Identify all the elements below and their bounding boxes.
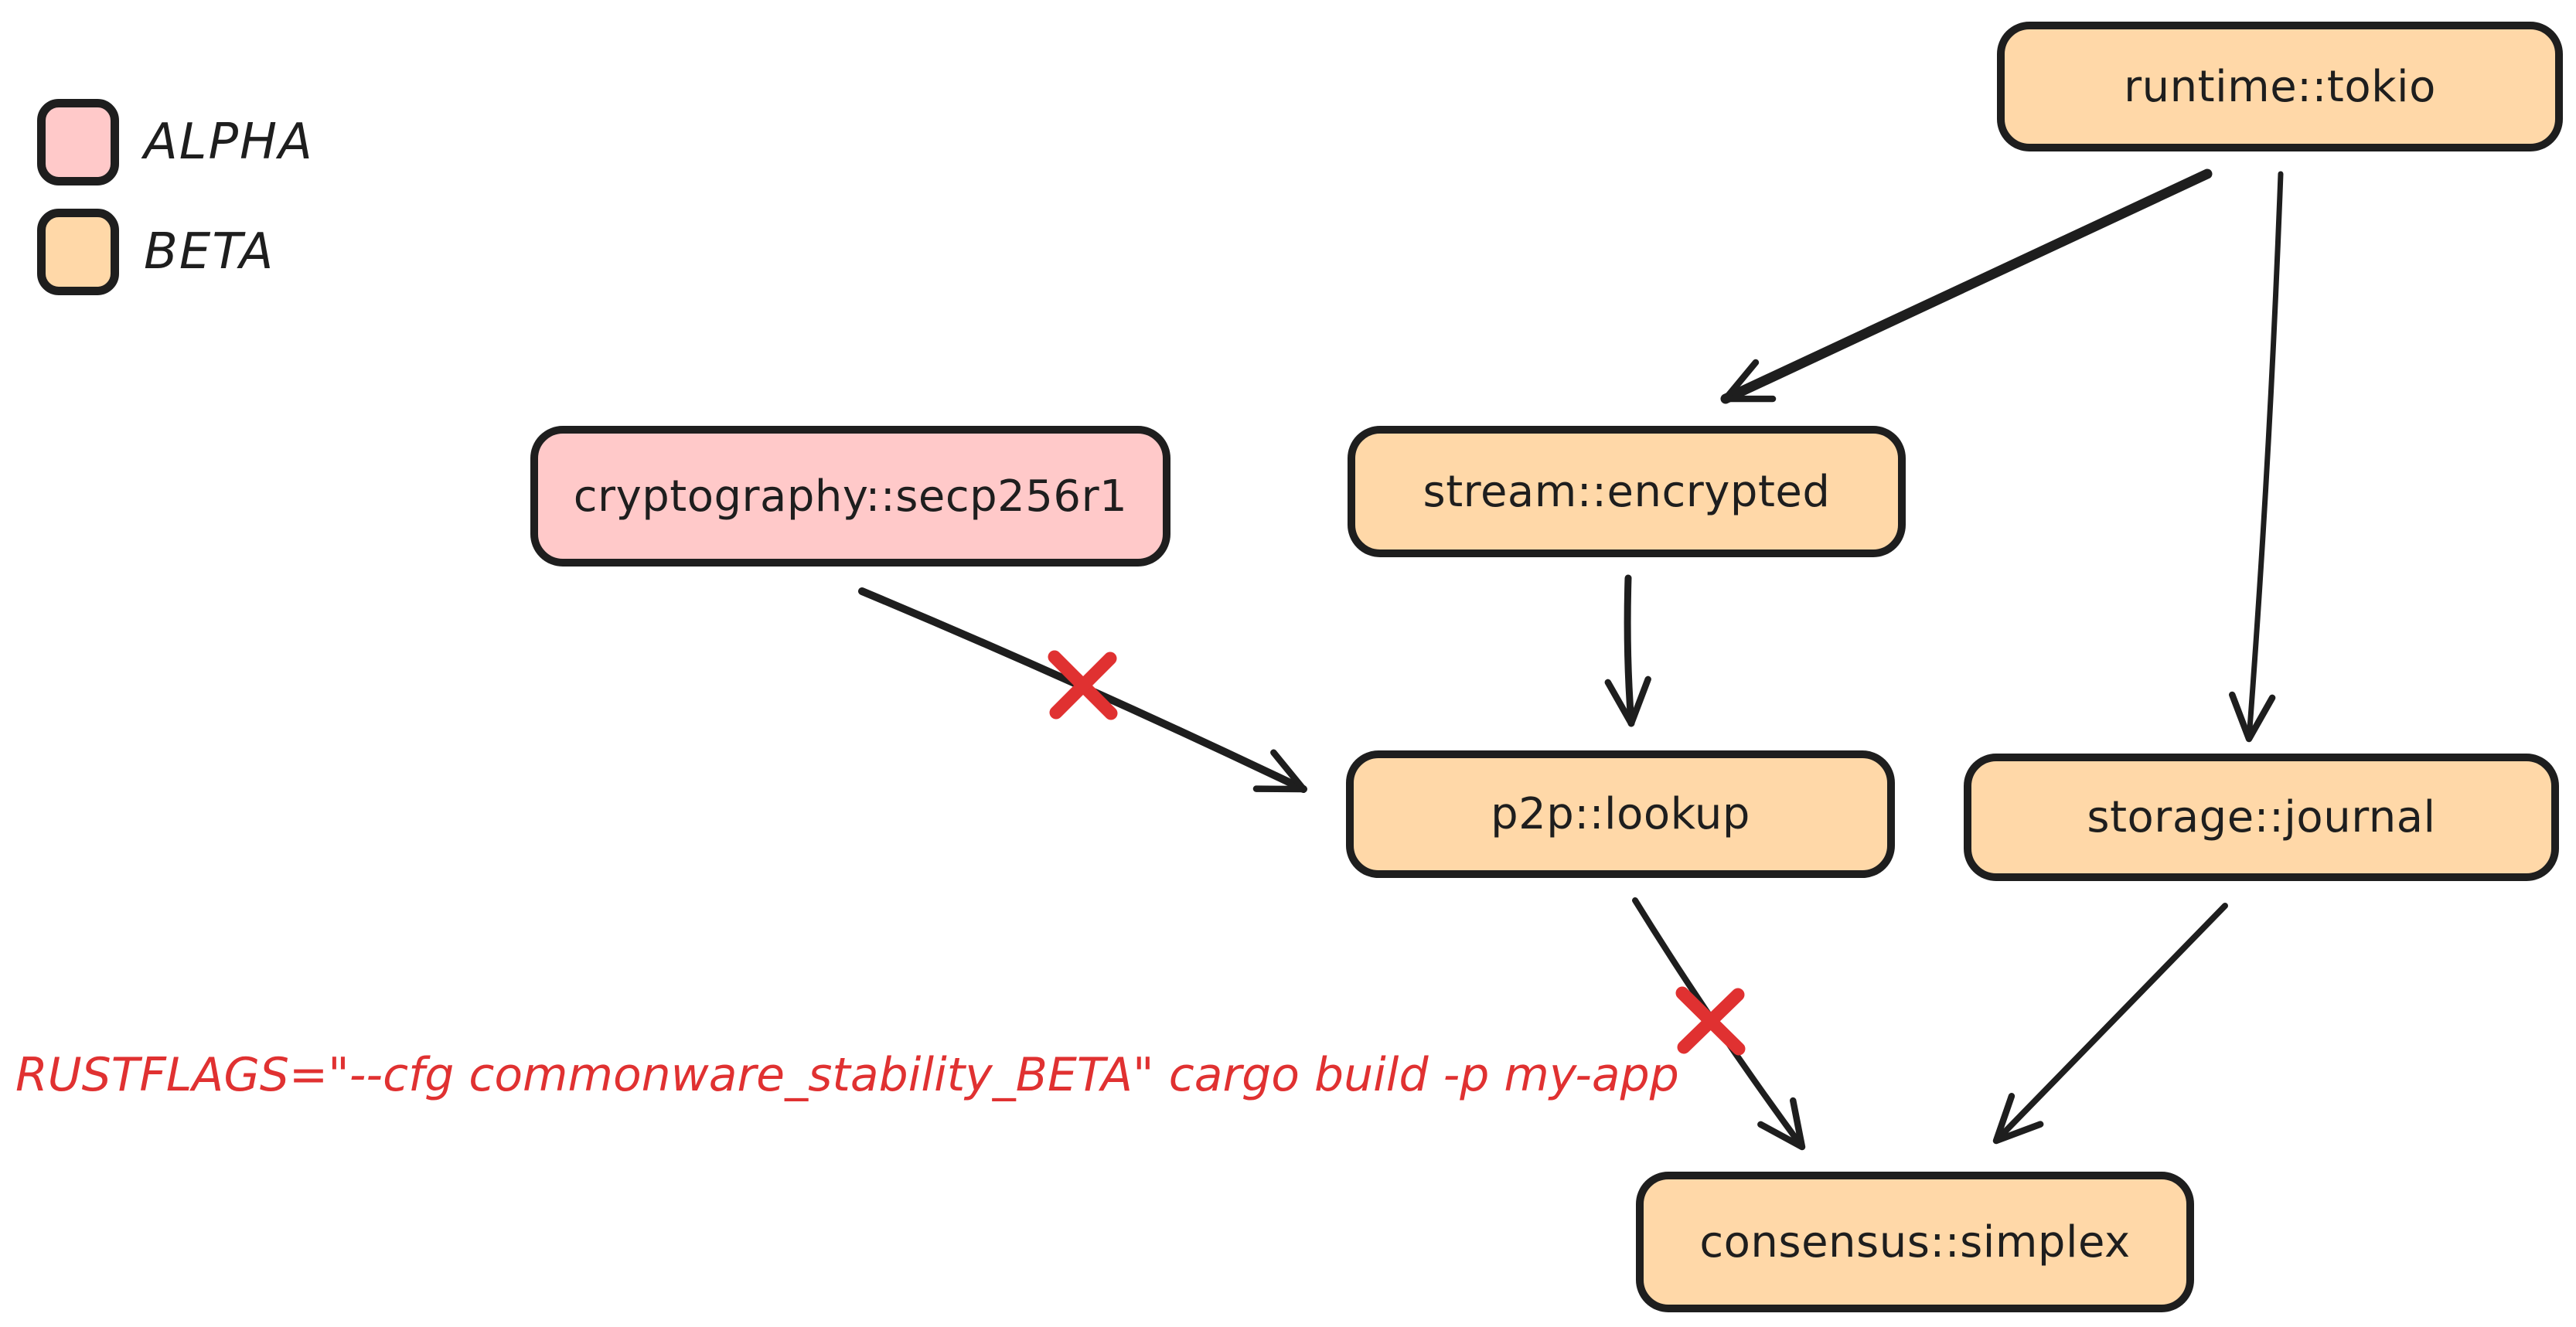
blocked-x-icon xyxy=(1675,986,1746,1056)
arrow-runtime-to-storage xyxy=(2229,171,2284,743)
node-storage-journal: storage::journal xyxy=(1964,754,2559,881)
blocked-x-icon xyxy=(1048,650,1118,720)
blocked-marks-group xyxy=(1048,650,1746,1056)
node-label: runtime::tokio xyxy=(2124,61,2436,112)
node-p2p-lookup: p2p::lookup xyxy=(1346,750,1895,878)
legend-item-beta: BETA xyxy=(37,209,314,295)
node-stream-encrypted: stream::encrypted xyxy=(1348,426,1906,557)
beta-label: BETA xyxy=(144,223,275,281)
alpha-label: ALPHA xyxy=(144,114,314,171)
arrow-storage-to-consensus xyxy=(1992,903,2228,1145)
alpha-swatch xyxy=(37,99,119,185)
arrows-group xyxy=(858,168,2284,1151)
node-label: storage::journal xyxy=(2087,792,2436,842)
node-label: p2p::lookup xyxy=(1491,789,1750,839)
legend: ALPHA BETA xyxy=(37,99,314,295)
build-command-text: RUSTFLAGS="--cfg commonware_stability_BE… xyxy=(15,1048,1679,1102)
node-cryptography-secp256r1: cryptography::secp256r1 xyxy=(530,426,1170,567)
node-consensus-simplex: consensus::simplex xyxy=(1636,1172,2194,1312)
node-label: cryptography::secp256r1 xyxy=(573,471,1128,522)
node-label: stream::encrypted xyxy=(1423,466,1831,517)
node-runtime-tokio: runtime::tokio xyxy=(1997,22,2563,151)
beta-swatch xyxy=(37,209,119,295)
arrow-runtime-to-stream xyxy=(1720,168,2213,404)
node-label: consensus::simplex xyxy=(1699,1216,2131,1267)
arrow-stream-to-p2p xyxy=(1604,574,1651,727)
legend-item-alpha: ALPHA xyxy=(37,99,314,185)
